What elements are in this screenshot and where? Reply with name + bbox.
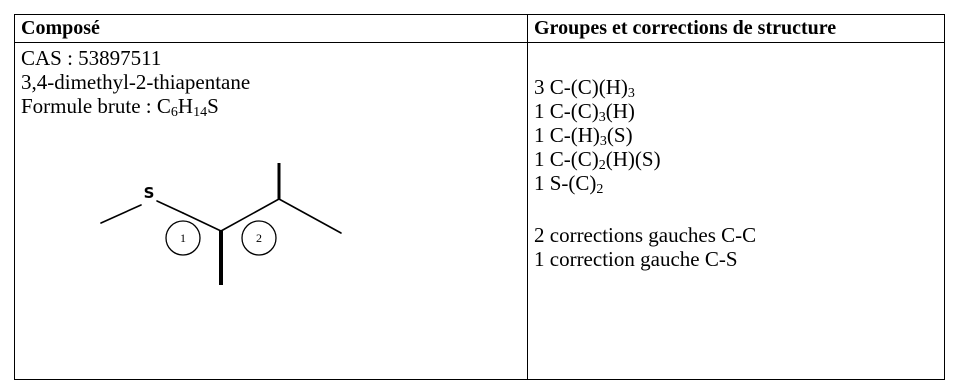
bond-c4-c5 [220, 198, 280, 232]
formula-text: H [177, 94, 194, 118]
formula-text: 1 C-(C) [534, 147, 599, 171]
bond-c3-c4 [182, 212, 222, 232]
compound-table: Composé Groupes et corrections de struct… [14, 14, 945, 380]
header-row: Composé Groupes et corrections de struct… [14, 14, 945, 43]
subscript: 14 [193, 105, 208, 120]
bond-s-c3 [156, 200, 184, 214]
ring-label-2: 2 [256, 231, 262, 245]
structure-diagram: S 1 2 [100, 163, 342, 285]
compound-name: 3,4-dimethyl-2-thiapentane [21, 70, 251, 94]
subscript: 3 [627, 86, 635, 101]
subscript: 6 [170, 105, 178, 120]
formula-value: C6H14S [156, 94, 219, 120]
correction-gauche-cc: 2 corrections gauches C-C [534, 223, 757, 247]
ring-marker-2 [241, 220, 277, 256]
group-item: 1 S-(C)2 [534, 171, 938, 197]
formula-text: (H)(S) [605, 147, 661, 171]
sulfur-atom-label: S [144, 184, 155, 202]
formula-line: Formule brute : C6H14S [21, 94, 521, 120]
formula-text: 3 C-(C)(H) [534, 75, 628, 99]
subscript: 2 [598, 158, 606, 173]
header-compose: Composé [14, 14, 528, 43]
spacer [534, 195, 938, 223]
formula-text: (S) [606, 123, 633, 147]
correction-gauche-cs: 1 correction gauche C-S [534, 247, 738, 271]
formula-text: 1 S-(C) [534, 171, 597, 195]
group-item: 3 C-(C)(H)3 [534, 75, 938, 101]
formula-text: (H) [605, 99, 635, 123]
header-groups: Groupes et corrections de structure [527, 14, 945, 43]
content-row: CAS : 53897511 3,4-dimethyl-2-thiapentan… [14, 42, 945, 380]
group-item: 1 C-(C)3(H) [534, 99, 938, 125]
bond-c1-s [100, 204, 142, 224]
bond-c5-c6 [278, 198, 342, 234]
formula-text: S [207, 94, 219, 118]
formula-text: 1 C-(H) [534, 123, 600, 147]
compound-cell: CAS : 53897511 3,4-dimethyl-2-thiapentan… [14, 42, 528, 380]
group-item: 1 C-(C)2(H)(S) [534, 147, 938, 173]
ring-label-1: 1 [180, 231, 186, 245]
ring-marker-1 [165, 220, 201, 256]
subscript: 3 [599, 134, 607, 149]
cas-number: CAS : 53897511 [21, 46, 162, 70]
subscript: 3 [598, 110, 606, 125]
subscript: 2 [596, 182, 604, 197]
formula-text: C [156, 94, 171, 118]
group-item: 1 C-(H)3(S) [534, 123, 938, 149]
formula-text: 1 C-(C) [534, 99, 599, 123]
formula-prefix: Formule brute : [21, 94, 157, 118]
